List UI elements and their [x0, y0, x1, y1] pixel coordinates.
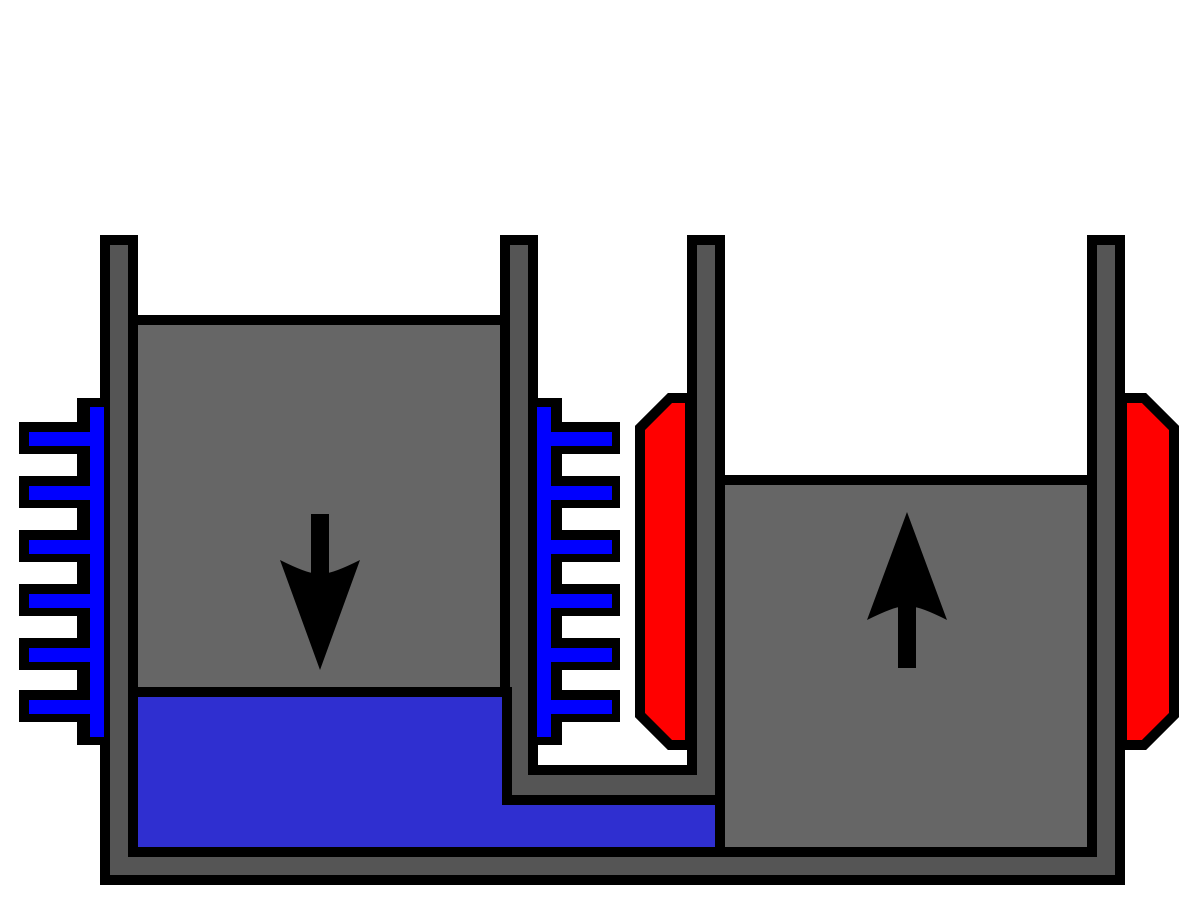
fin — [29, 486, 104, 500]
left-cooler-fins — [19, 398, 109, 745]
fin — [29, 594, 104, 608]
heaters — [635, 393, 1179, 750]
arrow-head — [867, 512, 947, 620]
arrow-shaft — [898, 595, 916, 668]
down-arrow — [280, 514, 360, 670]
fin — [29, 648, 104, 662]
arrow-shaft — [311, 514, 329, 585]
coolers — [19, 398, 620, 745]
fin-spine — [537, 407, 551, 737]
up-arrow — [867, 512, 947, 668]
fin — [537, 486, 612, 500]
fin — [537, 648, 612, 662]
fin-spine — [90, 407, 104, 737]
fin — [29, 700, 104, 714]
fin — [537, 540, 612, 554]
fin — [537, 700, 612, 714]
fin — [537, 432, 612, 446]
arrow-head — [280, 560, 360, 670]
left-piston — [128, 315, 510, 697]
motion-arrows — [280, 512, 947, 670]
fin — [537, 594, 612, 608]
right-heater-pad — [1117, 393, 1179, 750]
fin — [29, 432, 104, 446]
fin — [29, 540, 104, 554]
center-cooler-fins — [530, 398, 620, 745]
center-heater-pad — [635, 393, 695, 750]
